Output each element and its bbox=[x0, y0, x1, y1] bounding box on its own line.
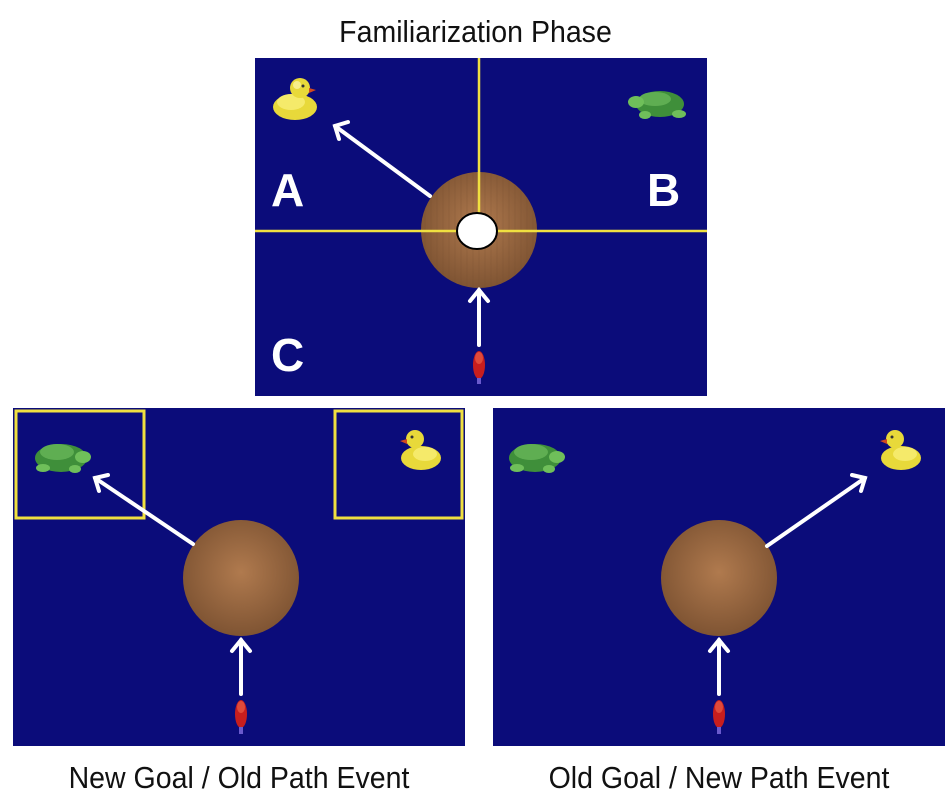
duck-icon bbox=[400, 430, 441, 470]
arrow-to-turtle-icon bbox=[92, 473, 195, 546]
duck-icon bbox=[880, 430, 921, 470]
turtle-icon bbox=[509, 444, 565, 473]
turtle-icon bbox=[35, 444, 91, 473]
figure-title: Familiarization Phase bbox=[339, 14, 612, 49]
region-label-c: C bbox=[271, 329, 304, 381]
arrow-up-icon bbox=[230, 636, 252, 696]
caption-new-goal-old-path: New Goal / Old Path Event bbox=[68, 760, 410, 795]
old-goal-new-path-panel bbox=[493, 408, 945, 746]
familiarization-panel: A B C bbox=[255, 58, 707, 396]
highlight-box-left bbox=[14, 409, 146, 520]
duck-icon bbox=[273, 78, 317, 120]
arrow-up-icon bbox=[468, 286, 490, 347]
red-agent-icon bbox=[235, 700, 247, 734]
turtle-icon bbox=[628, 91, 686, 119]
wooden-disc bbox=[661, 520, 777, 636]
arrow-to-duck-icon bbox=[332, 120, 432, 198]
arrow-up-icon bbox=[708, 636, 730, 696]
red-agent-icon bbox=[713, 700, 725, 734]
arrow-to-duck-icon bbox=[765, 473, 868, 548]
region-label-b: B bbox=[647, 164, 680, 216]
caption-old-goal-new-path: Old Goal / New Path Event bbox=[548, 760, 890, 795]
highlight-box-right bbox=[333, 409, 464, 520]
red-agent-icon bbox=[473, 351, 485, 384]
wooden-disc bbox=[183, 520, 299, 636]
new-goal-old-path-panel bbox=[13, 408, 465, 746]
center-hole bbox=[456, 212, 498, 250]
region-label-a: A bbox=[271, 164, 304, 216]
